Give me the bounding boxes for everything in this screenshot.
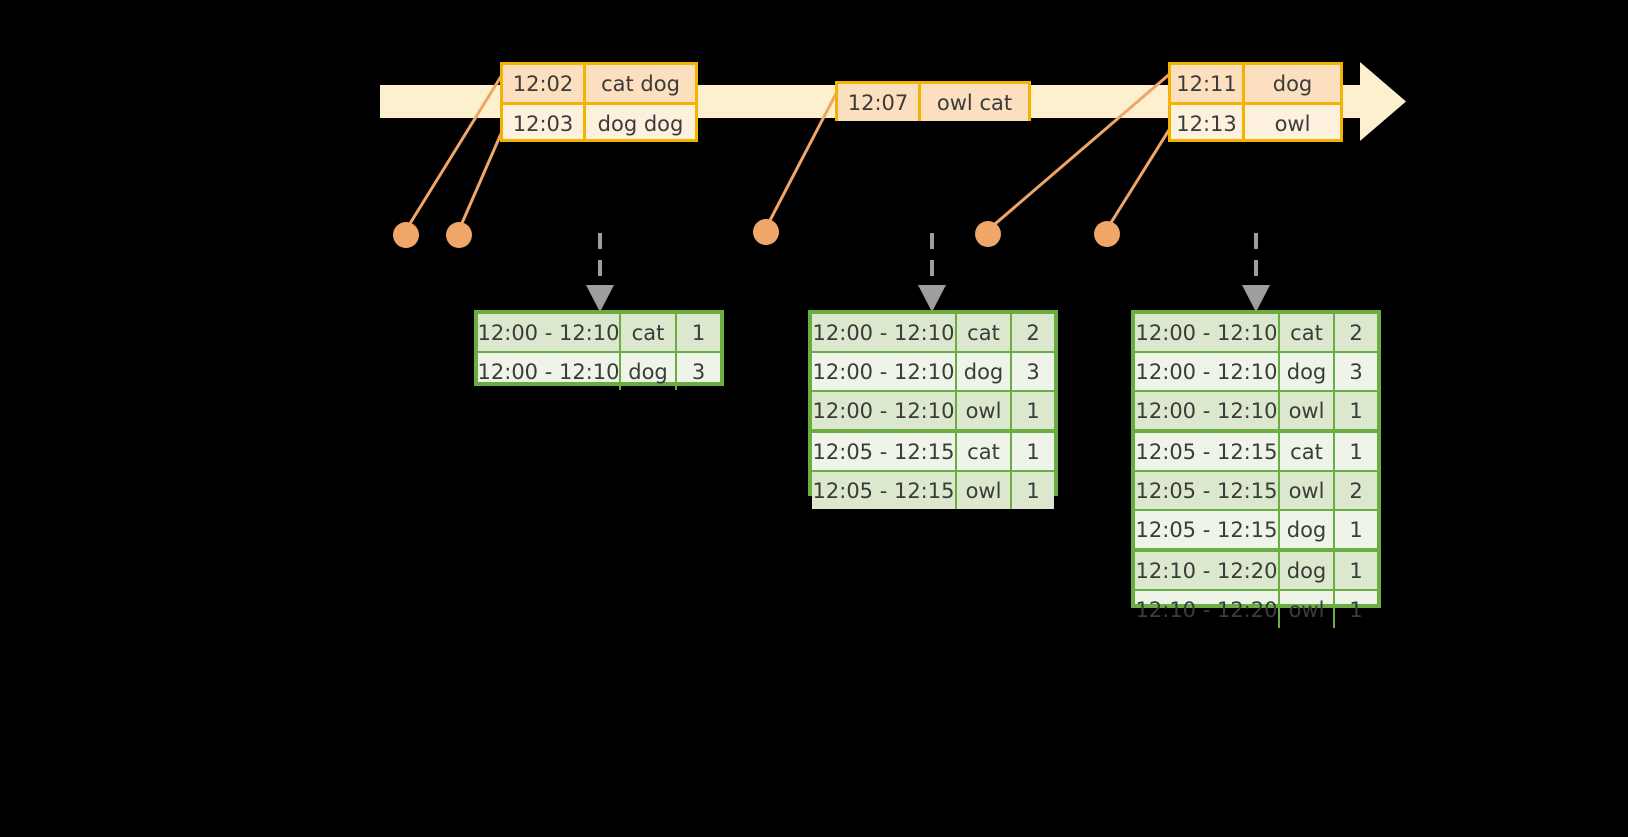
event-group-1: 12:02 cat dog 12:03 dog dog [500,62,698,142]
key-cell: dog [1280,353,1335,390]
table-row: 12:00 - 12:10 dog 3 [1135,351,1377,390]
table-row: 12:05 - 12:15 owl 2 [1135,470,1377,509]
key-cell: cat [1280,433,1335,470]
table-row: 12:05 - 12:15 dog 1 [1135,509,1377,548]
table-row: 12:00 - 12:10 cat 2 [1135,314,1377,351]
key-cell: owl [957,472,1012,509]
event-time: 12:13 [1171,105,1245,142]
key-cell: cat [1280,314,1335,351]
event-time: 12:02 [503,65,586,102]
window-cell: 12:05 - 12:15 [1135,433,1280,470]
event-dots [393,219,1120,248]
event-value: cat dog [601,71,680,96]
flow-arrows [598,233,1258,288]
key-cell: owl [1280,591,1335,628]
event-row: 12:02 cat dog [503,65,695,102]
window-cell: 12:10 - 12:20 [1135,591,1280,628]
dot-3 [753,219,779,245]
table-row: 12:00 - 12:10 cat 2 [812,314,1054,351]
key-cell: owl [1280,472,1335,509]
key-cell: dog [1280,552,1335,589]
table-row: 12:05 - 12:15 cat 1 [812,429,1054,470]
count-cell: 1 [691,320,706,345]
count-cell: 3 [1026,359,1040,384]
event-row: 12:13 owl [1171,102,1340,142]
count-cell: 1 [1026,478,1040,503]
table-row: 12:00 - 12:10 owl 1 [1135,390,1377,429]
event-row: 12:03 dog dog [503,102,695,142]
table-row: 12:05 - 12:15 owl 1 [812,470,1054,509]
window-cell: 12:00 - 12:10 [1135,314,1280,351]
count-cell: 1 [1349,558,1363,583]
event-time: 12:07 [838,84,921,121]
count-cell: 1 [1349,597,1363,622]
event-group-3: 12:11 dog 12:13 owl [1168,62,1343,142]
flow-arrow-heads [586,285,1270,312]
event-value: owl [1274,111,1311,136]
window-cell: 12:00 - 12:10 [812,392,957,429]
key-cell: dog [957,353,1012,390]
result-table-3: 12:00 - 12:10 cat 2 12:00 - 12:10 dog 3 … [1131,310,1381,628]
window-cell: 12:00 - 12:10 [478,314,621,351]
dot-1 [393,222,419,248]
key-cell: cat [621,314,677,351]
event-value: owl cat [936,90,1013,115]
result-table-2: 12:00 - 12:10 cat 2 12:00 - 12:10 dog 3 … [808,310,1058,509]
event-row: 12:07 owl cat [838,84,1028,121]
count-cell: 1 [1349,398,1363,423]
table-row: 12:05 - 12:15 cat 1 [1135,429,1377,470]
event-time: 12:11 [1171,65,1245,102]
event-value: dog dog [597,111,684,136]
key-cell: owl [1280,392,1335,429]
window-cell: 12:05 - 12:15 [1135,472,1280,509]
key-cell: owl [957,392,1012,429]
window-cell: 12:00 - 12:10 [812,353,957,390]
window-cell: 12:00 - 12:10 [1135,392,1280,429]
dot-4 [975,221,1001,247]
window-cell: 12:00 - 12:10 [1135,353,1280,390]
count-cell: 3 [691,359,706,384]
count-cell: 1 [1349,517,1363,542]
count-cell: 1 [1026,398,1040,423]
table-row: 12:00 - 12:10 owl 1 [812,390,1054,429]
window-cell: 12:00 - 12:10 [478,353,621,390]
count-cell: 3 [1349,359,1363,384]
window-cell: 12:10 - 12:20 [1135,552,1280,589]
event-time: 12:03 [503,105,586,142]
event-group-2: 12:07 owl cat [835,81,1031,121]
window-cell: 12:00 - 12:10 [812,314,957,351]
key-cell: dog [621,353,677,390]
table-row: 12:10 - 12:20 owl 1 [1135,589,1377,628]
count-cell: 2 [1349,320,1363,345]
window-cell: 12:05 - 12:15 [812,472,957,509]
window-cell: 12:05 - 12:15 [812,433,957,470]
event-value: dog [1272,71,1313,96]
count-cell: 2 [1349,478,1363,503]
count-cell: 2 [1026,320,1040,345]
count-cell: 1 [1349,439,1363,464]
table-row: 12:00 - 12:10 dog 3 [478,351,720,390]
table-row: 12:00 - 12:10 dog 3 [812,351,1054,390]
count-cell: 1 [1026,439,1040,464]
key-cell: cat [957,433,1012,470]
event-row: 12:11 dog [1171,65,1340,102]
window-cell: 12:05 - 12:15 [1135,511,1280,548]
table-row: 12:00 - 12:10 cat 1 [478,314,720,351]
key-cell: dog [1280,511,1335,548]
dot-2 [446,222,472,248]
key-cell: cat [957,314,1012,351]
dot-5 [1094,221,1120,247]
table-row: 12:10 - 12:20 dog 1 [1135,548,1377,589]
result-table-1: 12:00 - 12:10 cat 1 12:00 - 12:10 dog 3 [474,310,724,390]
